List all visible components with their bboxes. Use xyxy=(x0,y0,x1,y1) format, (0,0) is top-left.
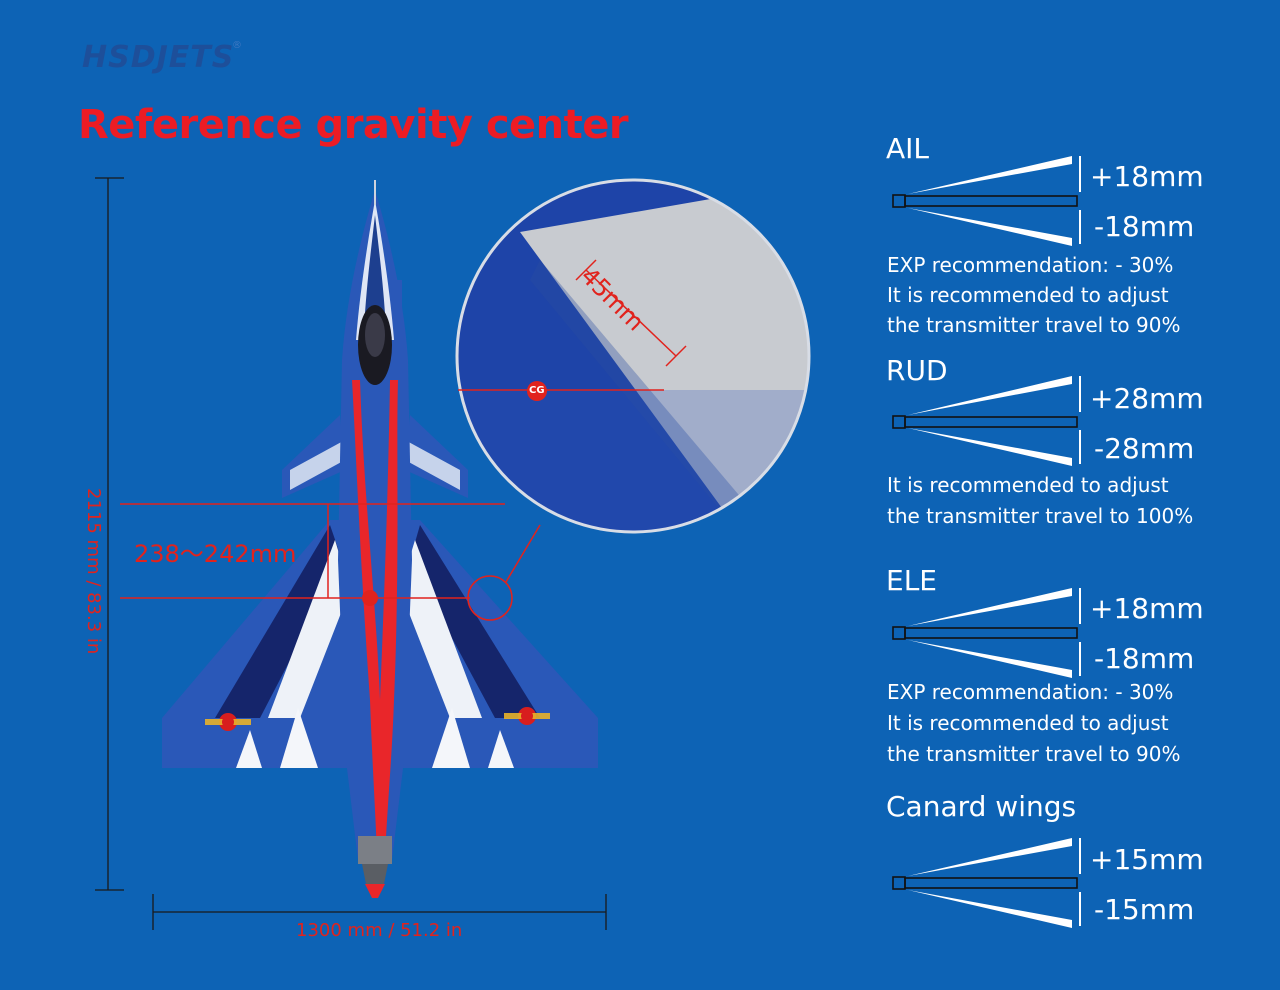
page-title: Reference gravity center xyxy=(78,102,629,148)
cg-marker-label: CG xyxy=(529,385,545,396)
ele-throw-diagram xyxy=(892,588,1081,678)
ail-title: AIL xyxy=(886,132,930,165)
ele-title: ELE xyxy=(886,564,937,597)
cg-point xyxy=(362,590,378,606)
canard-title: Canard wings xyxy=(886,790,1077,823)
rud-title: RUD xyxy=(886,354,948,387)
brand-logo: HSDJETS xyxy=(82,40,235,75)
span-dimension-line xyxy=(152,894,607,930)
ele-note-3: the transmitter travel to 90% xyxy=(887,742,1181,766)
ele-note-2: It is recommended to adjust xyxy=(887,711,1169,735)
cg-reference-lines xyxy=(120,503,505,599)
rud-note-2: the transmitter travel to 100% xyxy=(887,504,1194,528)
length-dimension-line xyxy=(95,177,124,891)
ail-throw-diagram xyxy=(892,156,1081,246)
rud-note-1: It is recommended to adjust xyxy=(887,473,1169,497)
ail-up-value: +18mm xyxy=(1090,160,1204,193)
canard-up-value: +15mm xyxy=(1090,843,1204,876)
rud-throw-diagram xyxy=(892,376,1081,466)
rud-down-value: -28mm xyxy=(1094,432,1195,465)
ail-note-2: It is recommended to adjust xyxy=(887,283,1169,307)
ail-down-value: -18mm xyxy=(1094,210,1195,243)
cg-distance-label: 238～242mm xyxy=(134,540,297,568)
ail-note-1: EXP recommendation: - 30% xyxy=(887,253,1174,277)
ele-note-1: EXP recommendation: - 30% xyxy=(887,680,1174,704)
ele-down-value: -18mm xyxy=(1094,642,1195,675)
jet-aircraft xyxy=(162,180,598,898)
length-label: 2115 mm / 83.3 in xyxy=(83,488,104,655)
wingspan-label: 1300 mm / 51.2 in xyxy=(296,920,463,941)
registered-mark: ® xyxy=(232,40,242,51)
ele-up-value: +18mm xyxy=(1090,592,1204,625)
canard-down-value: -15mm xyxy=(1094,893,1195,926)
magnifier-leader-line xyxy=(505,524,541,583)
canard-throw-diagram xyxy=(892,838,1081,928)
magnifier-target-circle xyxy=(467,575,513,621)
rud-up-value: +28mm xyxy=(1090,382,1204,415)
ail-note-3: the transmitter travel to 90% xyxy=(887,313,1181,337)
magnifier-detail xyxy=(455,178,811,534)
